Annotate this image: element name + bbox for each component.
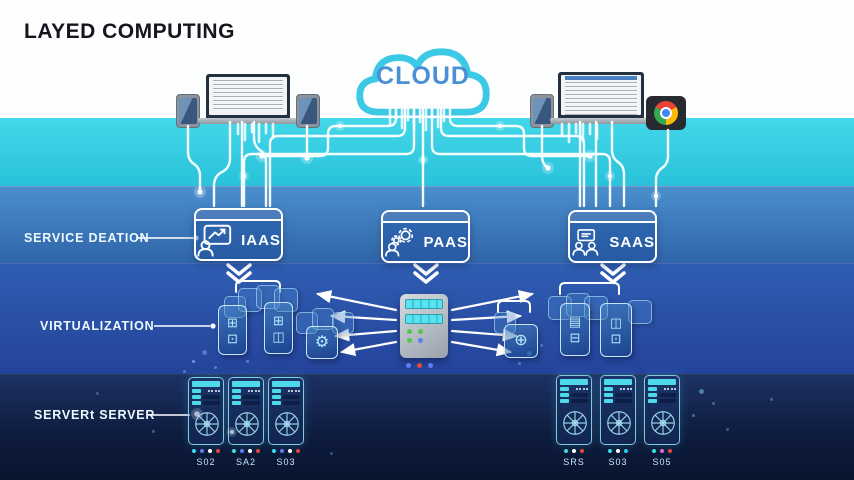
saas-box: SAAS <box>568 210 657 263</box>
box-icon: ⊡ <box>227 330 238 346</box>
smartphone-icon <box>296 94 320 128</box>
person-monitor-chart-icon <box>197 224 232 257</box>
server-rack-unit: S05 <box>644 375 680 467</box>
led-blue <box>418 338 423 343</box>
box-icon: ⊡ <box>610 330 622 346</box>
vm-card: ⊞ ⊡ <box>218 305 247 355</box>
rack-status-dots <box>188 449 224 453</box>
paas-box: PAAS <box>381 210 470 263</box>
hypervisor-server-icon <box>400 294 448 358</box>
panel-icon: ◫ <box>272 328 285 344</box>
iaas-box: IAAS <box>194 208 283 261</box>
laptop-base <box>198 118 298 124</box>
band-server-layer <box>0 374 854 480</box>
server-slot <box>405 299 443 309</box>
rack-status-dots <box>644 449 680 453</box>
band-service-layer <box>0 186 854 264</box>
laptop-screen <box>206 74 290 118</box>
server-rack <box>644 375 680 445</box>
laptop-icon <box>198 74 298 124</box>
grid-icon: ⊞ <box>273 312 284 328</box>
server-rack <box>556 375 592 445</box>
server-rack <box>600 375 636 445</box>
chrome-tablet-icon <box>646 96 686 130</box>
fan-icon <box>563 411 587 435</box>
fan-icon <box>275 412 299 436</box>
server-rack-unit: SA2 <box>228 377 264 467</box>
diagram-title: LAYED COMPUTING <box>24 20 235 43</box>
doc-icon: ▤ <box>568 314 582 329</box>
sparkle-particles <box>0 0 3 3</box>
server-rack-unit: S03 <box>600 375 636 467</box>
box-header <box>383 212 468 223</box>
rack-label: S03 <box>276 457 296 467</box>
server-rack <box>188 377 224 445</box>
iaas-label: IAAS <box>241 231 281 249</box>
led-green <box>407 338 412 343</box>
tray-icon: ⊟ <box>569 330 581 345</box>
rack-label: S05 <box>652 457 672 467</box>
server-rack-unit: S03 <box>268 377 304 467</box>
grid-icon: ⊞ <box>227 314 238 330</box>
laptop-base <box>550 118 652 124</box>
fan-icon <box>195 412 219 436</box>
vm-card: ⊞ ◫ <box>264 302 293 354</box>
rack-status-dots <box>556 449 592 453</box>
phone-screen <box>533 98 551 124</box>
led-green <box>418 329 423 334</box>
paas-label: PAAS <box>423 233 468 251</box>
fan-icon <box>607 411 631 435</box>
vm-card: ▤ ⊟ <box>560 303 590 356</box>
server-layer-label: SERVERt SERVER <box>34 408 156 422</box>
server-rack <box>268 377 304 445</box>
globe-icon: ⊕ <box>514 332 528 349</box>
led-green <box>407 329 412 334</box>
server-slot <box>405 314 443 324</box>
rack-label: S03 <box>608 457 628 467</box>
gear-icon: ⚙ <box>314 333 330 351</box>
rack-status-dots <box>268 449 304 453</box>
server-rack-unit: S02 <box>188 377 224 467</box>
band-network-cyan <box>0 118 854 186</box>
vm-card-tools: ⚙ <box>306 326 338 359</box>
smartphone-icon <box>176 94 200 128</box>
vm-card: ◫ ⊡ <box>600 303 632 357</box>
cloud-label: CLOUD <box>376 62 470 90</box>
smartphone-icon <box>530 94 554 128</box>
rack-label: SA2 <box>235 457 256 467</box>
service-layer-label: SERVICE DEATION <box>24 231 150 245</box>
phone-screen <box>179 98 197 124</box>
rack-status-dots <box>600 449 636 453</box>
vm-card-network: ⊕ <box>504 324 538 358</box>
panel-icon: ◫ <box>609 314 623 330</box>
people-monitor-icon <box>572 229 599 256</box>
fan-icon <box>235 412 259 436</box>
rack-label: S02 <box>196 457 216 467</box>
virtualization-layer-label: VIRTUALIZATION <box>40 319 155 333</box>
phone-screen <box>299 98 317 124</box>
laptop-icon <box>550 72 652 124</box>
cloud-icon <box>356 48 490 116</box>
chrome-logo-icon <box>654 101 678 125</box>
box-header <box>570 212 655 223</box>
rack-status-dots <box>228 449 264 453</box>
box-header <box>196 210 281 221</box>
vm-card-back <box>332 312 354 334</box>
rack-label: SRS <box>563 457 585 467</box>
saas-label: SAAS <box>609 233 655 251</box>
server-rack <box>228 377 264 445</box>
laptop-screen <box>558 72 644 118</box>
person-gears-icon <box>385 227 414 257</box>
tower-status-dots <box>406 363 433 368</box>
server-rack-unit: SRS <box>556 375 592 467</box>
fan-icon <box>651 411 675 435</box>
